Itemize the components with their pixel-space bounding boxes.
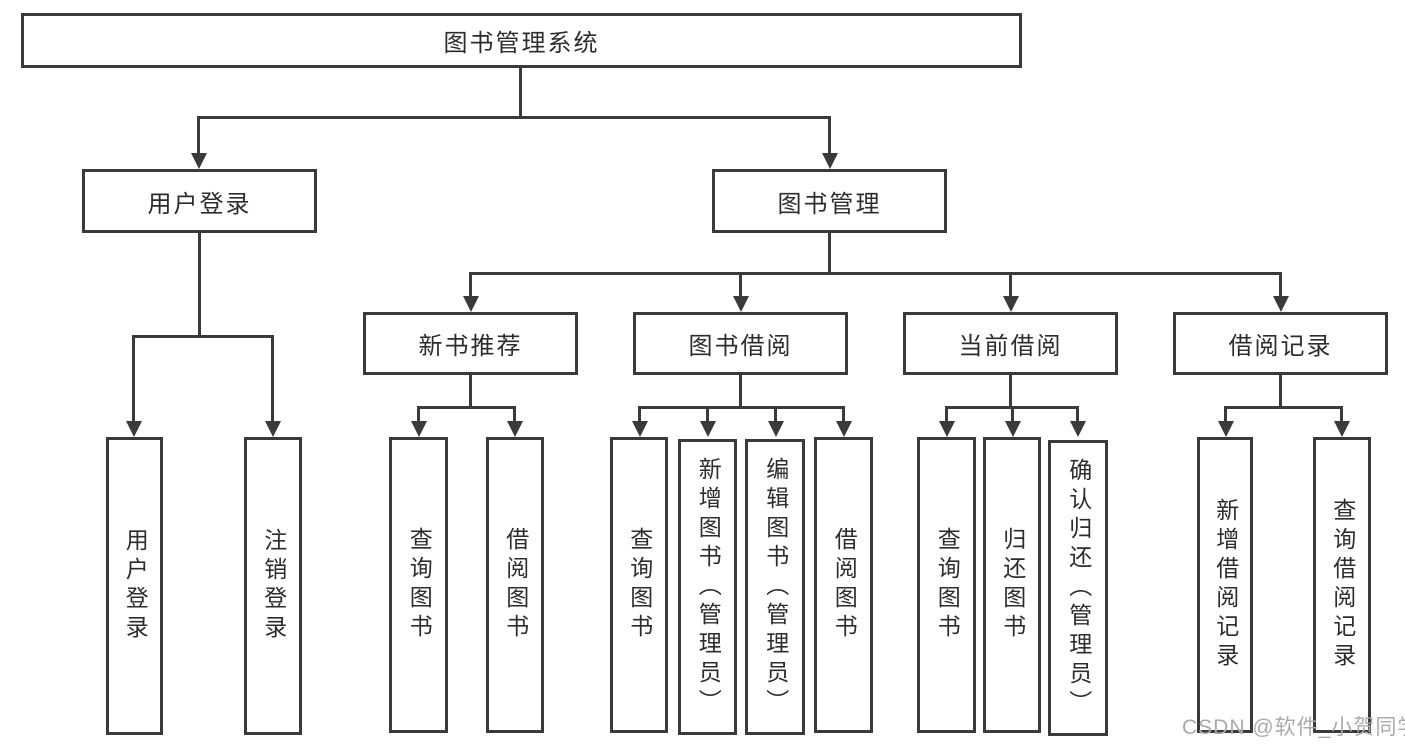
connector-records-branch xyxy=(1224,406,1343,409)
connector-bw-edit-drop xyxy=(774,406,777,423)
node-records: 借阅记录 xyxy=(1173,312,1388,375)
connector-records-drop xyxy=(1279,272,1282,298)
connector-cb-query-drop xyxy=(945,406,948,423)
node-cb-confirm-label: 确认归还（管理员） xyxy=(1065,457,1092,719)
node-new-book: 新书推荐 xyxy=(363,312,578,375)
connector-rc-add-drop xyxy=(1224,406,1227,423)
node-leaf-logout-label: 注销登录 xyxy=(260,528,287,644)
arrow-down-icon xyxy=(411,421,427,437)
node-bw-add-label: 新增图书（管理员） xyxy=(695,456,722,718)
connector-bw-add-drop xyxy=(706,406,709,423)
connector-nb-query-drop xyxy=(417,406,420,423)
arrow-down-icon xyxy=(463,296,479,312)
node-bw-add: 新增图书（管理员） xyxy=(678,439,737,735)
connector-book-mgmt-stem xyxy=(828,233,831,275)
node-nb-borrow: 借阅图书 xyxy=(486,437,544,733)
arrow-down-icon xyxy=(265,421,281,437)
node-bw-query: 查询图书 xyxy=(610,437,668,733)
node-cb-confirm: 确认归还（管理员） xyxy=(1048,440,1108,736)
connector-user-login-drop xyxy=(197,116,200,156)
node-nb-borrow-label: 借阅图书 xyxy=(502,527,529,643)
node-rc-add: 新增借阅记录 xyxy=(1197,437,1253,733)
connector-leaf-logout-drop xyxy=(271,335,274,423)
connector-current-drop xyxy=(1009,272,1012,298)
node-root: 图书管理系统 xyxy=(21,13,1022,68)
arrow-down-icon xyxy=(191,153,207,169)
node-user-login-label: 用户登录 xyxy=(147,190,252,218)
node-new-book-label: 新书推荐 xyxy=(418,333,523,360)
connector-rc-query-drop xyxy=(1340,406,1343,423)
node-cb-query-label: 查询图书 xyxy=(934,527,961,643)
node-cb-return-label: 归还图书 xyxy=(999,527,1026,643)
csdn-watermark: CSDN @软件_小贺同学 xyxy=(1182,716,1405,739)
node-root-label: 图书管理系统 xyxy=(443,30,600,57)
connector-book-mgmt-drop xyxy=(828,116,831,156)
arrow-down-icon xyxy=(733,296,749,312)
connector-level2-branch xyxy=(197,116,831,119)
node-leaf-login: 用户登录 xyxy=(106,437,163,735)
node-leaf-logout: 注销登录 xyxy=(244,437,302,735)
connector-user-login-stem xyxy=(198,233,201,338)
node-borrow-label: 图书借阅 xyxy=(688,333,793,360)
node-nb-query-label: 查询图书 xyxy=(406,527,433,643)
node-borrow: 图书借阅 xyxy=(633,312,848,375)
arrow-down-icon xyxy=(939,421,955,437)
arrow-down-icon xyxy=(1005,421,1021,437)
arrow-down-icon xyxy=(822,153,838,169)
arrow-down-icon xyxy=(836,421,852,437)
connector-bw-borrow-drop xyxy=(842,406,845,423)
node-current: 当前借阅 xyxy=(903,312,1118,375)
node-book-mgmt: 图书管理 xyxy=(712,169,947,233)
node-bw-edit-label: 编辑图书（管理员） xyxy=(762,456,789,718)
node-leaf-login-label: 用户登录 xyxy=(122,528,149,644)
node-cb-return: 归还图书 xyxy=(983,437,1041,733)
connector-leaf-login-drop xyxy=(132,335,135,423)
node-records-label: 借阅记录 xyxy=(1228,333,1333,360)
connector-root-stem xyxy=(519,68,522,118)
arrow-down-icon xyxy=(1070,421,1086,437)
node-current-label: 当前借阅 xyxy=(958,333,1063,360)
connector-new-book-drop xyxy=(469,272,472,298)
connector-new-book-branch xyxy=(417,406,516,409)
arrow-down-icon xyxy=(507,421,523,437)
node-book-mgmt-label: 图书管理 xyxy=(777,190,882,218)
node-bw-query-label: 查询图书 xyxy=(626,527,653,643)
arrow-down-icon xyxy=(126,421,142,437)
connector-user-login-branch xyxy=(132,335,274,338)
node-rc-query: 查询借阅记录 xyxy=(1313,437,1371,733)
arrow-down-icon xyxy=(632,421,648,437)
connector-level3-branch xyxy=(469,272,1282,275)
node-bw-borrow: 借阅图书 xyxy=(814,437,873,733)
connector-new-book-stem xyxy=(469,375,472,408)
node-rc-query-label: 查询借阅记录 xyxy=(1329,498,1356,672)
arrow-down-icon xyxy=(1003,296,1019,312)
connector-current-stem xyxy=(1009,375,1012,408)
node-bw-edit: 编辑图书（管理员） xyxy=(745,439,805,735)
arrow-down-icon xyxy=(768,421,784,437)
connector-borrow-branch xyxy=(638,406,845,409)
node-bw-borrow-label: 借阅图书 xyxy=(831,527,858,643)
arrow-down-icon xyxy=(1218,421,1234,437)
node-nb-query: 查询图书 xyxy=(389,437,448,733)
node-user-login: 用户登录 xyxy=(82,169,317,233)
node-rc-add-label: 新增借阅记录 xyxy=(1212,498,1239,672)
connector-cb-confirm-drop xyxy=(1076,406,1079,423)
connector-bw-query-drop xyxy=(638,406,641,423)
connector-borrow-drop xyxy=(739,272,742,298)
connector-cb-return-drop xyxy=(1011,406,1014,423)
node-cb-query: 查询图书 xyxy=(917,437,976,733)
arrow-down-icon xyxy=(1334,421,1350,437)
connector-records-stem xyxy=(1279,375,1282,408)
arrow-down-icon xyxy=(700,421,716,437)
arrow-down-icon xyxy=(1273,296,1289,312)
connector-nb-borrow-drop xyxy=(513,406,516,423)
connector-borrow-stem xyxy=(739,375,742,408)
